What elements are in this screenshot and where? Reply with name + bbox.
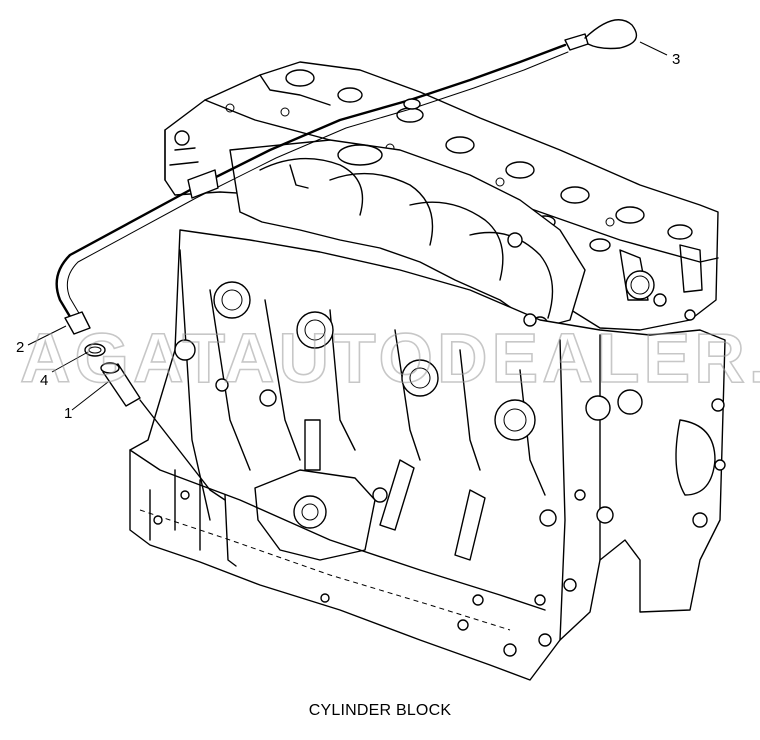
callout-1-label: 1 [64, 405, 72, 422]
diagram-caption: CYLINDER BLOCK [308, 702, 452, 719]
watermark-text: AGATAUTODEALER.RU [20, 319, 760, 397]
dipstick-fittings [64, 311, 226, 501]
engine-block [129, 229, 726, 681]
leader-lines [27, 41, 668, 411]
dipstick-assembly [55, 19, 638, 327]
callout-3-label: 3 [672, 51, 680, 68]
callout-4-label: 4 [40, 372, 48, 389]
callout-2-label: 2 [16, 339, 24, 356]
